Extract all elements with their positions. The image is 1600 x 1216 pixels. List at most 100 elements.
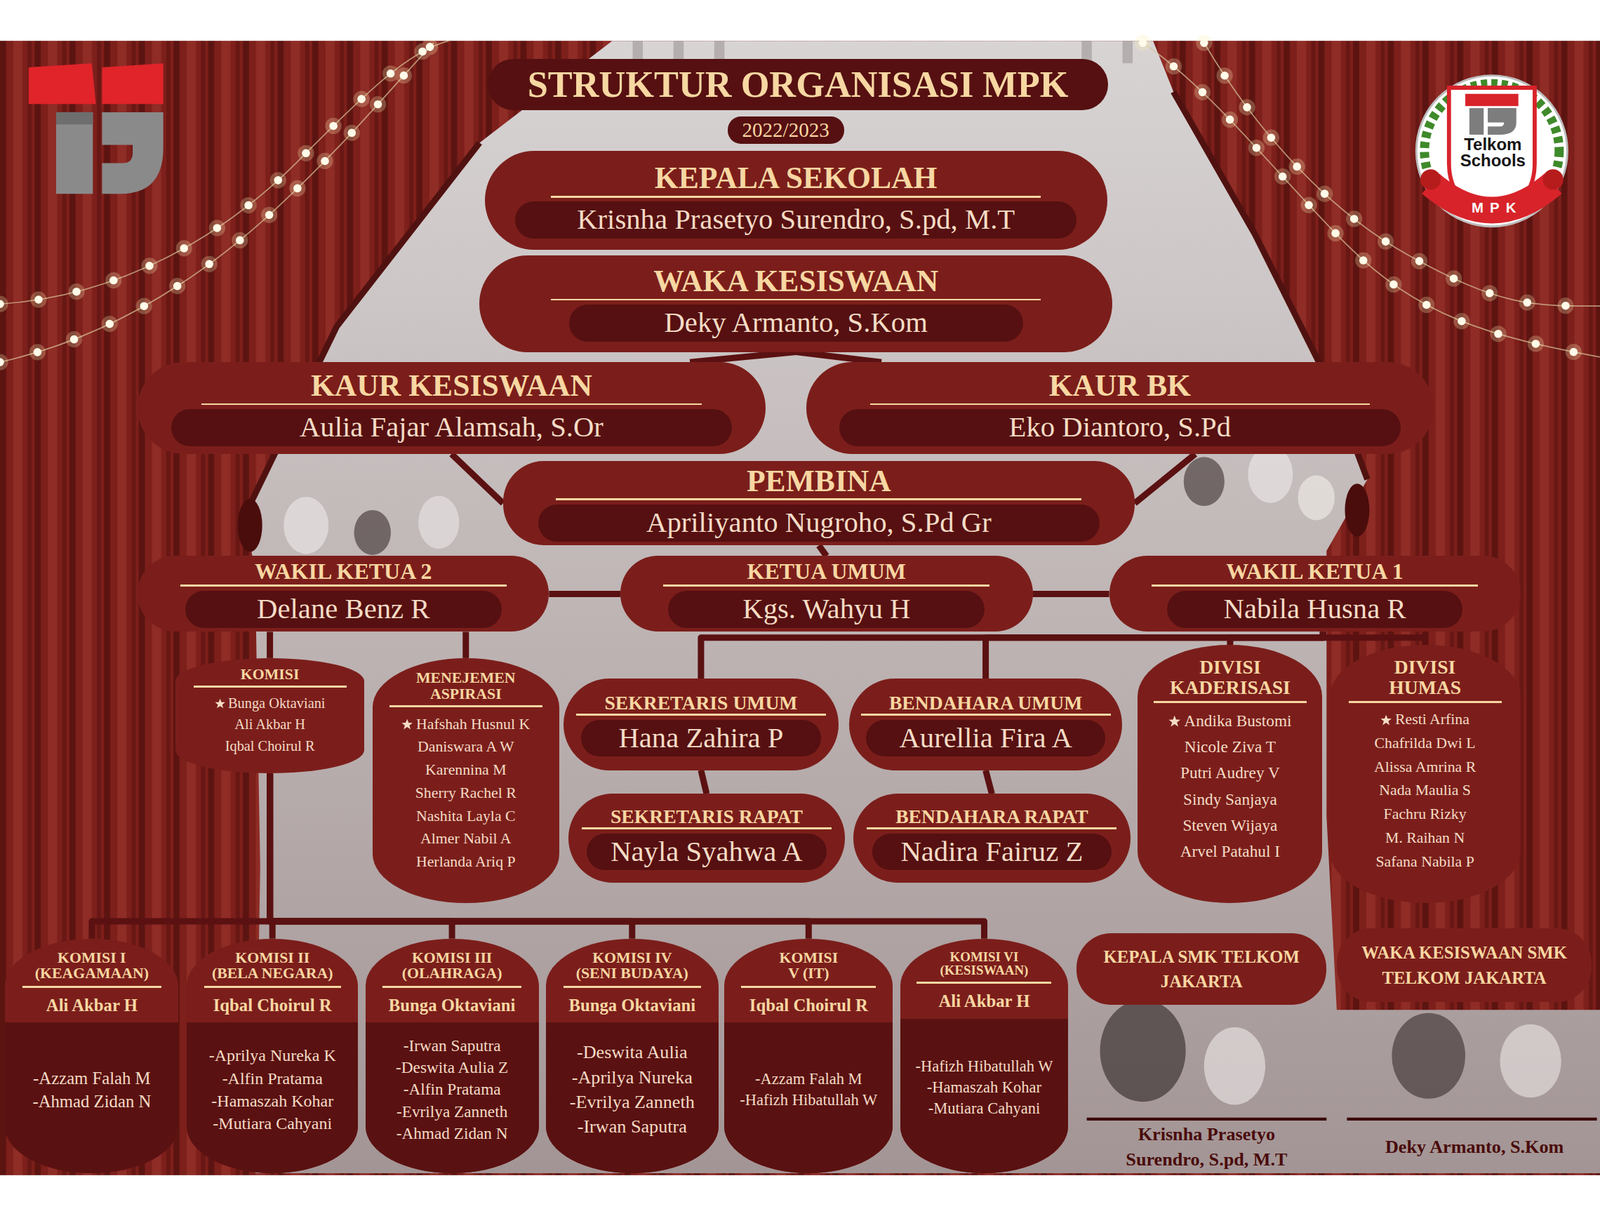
member-name: -Azzam Falah M	[755, 1068, 863, 1090]
star-icon	[1380, 714, 1392, 726]
school-logo	[28, 63, 164, 194]
member-name: -Mutiara Cahyani	[212, 1112, 332, 1135]
commission-oval: KOMISI III (OLAHRAGA)Bunga Oktaviani-Irw…	[365, 938, 539, 1174]
crowd-photo	[1298, 475, 1335, 520]
star-icon	[402, 719, 414, 730]
signature-name: Krisnha Prasetyo Surendro, S.pd, M.T	[1107, 1122, 1307, 1172]
member-row: Alissa Amrina R	[1374, 755, 1476, 780]
heading-rule	[1151, 584, 1478, 587]
string-lights	[1204, 42, 1600, 306]
member-panel: -Irwan Saputra-Deswita Aulia Z-Alfin Pra…	[365, 1022, 539, 1174]
member-name: Steven Wijaya	[1182, 812, 1278, 839]
string-lights	[0, 40, 1600, 363]
connector	[818, 545, 827, 556]
string-lights	[1143, 42, 1600, 358]
member-row: Chafrilda Dwi L	[1374, 731, 1476, 756]
role-heading: KAUR BK	[1049, 369, 1191, 403]
member-name: M. Raihan N	[1385, 826, 1465, 851]
mpk-emblem	[1416, 75, 1568, 227]
crowd-photo	[1391, 1013, 1466, 1099]
string-lights	[1204, 42, 1600, 306]
office-box: KEPALA SMK TELKOM JAKARTA	[1076, 933, 1327, 1005]
heading-rule	[861, 713, 1111, 716]
heading-rule	[201, 403, 702, 406]
curtain-tie	[237, 498, 263, 553]
heading-rule	[204, 985, 342, 989]
curtain-edge	[244, 143, 480, 516]
star-icon	[214, 698, 226, 709]
member-name: -Evrilya Zanneth	[569, 1089, 695, 1115]
commission-oval: KOMISI IV (SENI BUDAYA)Bunga Oktaviani-D…	[545, 938, 719, 1174]
role-box: BENDAHARA UMUMAurellia Fira A	[849, 678, 1123, 771]
commission-leader: Bunga Oktaviani	[388, 995, 516, 1017]
string-lights	[0, 40, 1600, 363]
connector	[795, 352, 882, 363]
member-panel: -Azzam Falah M-Ahmad Zidan N	[4, 1022, 179, 1174]
role-box: PEMBINA Apriliyanto Nugroho, S.Pd Gr	[503, 461, 1135, 546]
heading-rule	[1153, 701, 1307, 704]
member-name: Herlanda Ariq P	[416, 850, 516, 874]
heading-rule	[555, 498, 1082, 501]
connector	[689, 352, 796, 363]
crowd-photo	[1204, 1027, 1266, 1105]
member-name: Hafshah Husnul K	[416, 712, 530, 737]
commission-heading: KOMISI I (KEAGAMAAN)	[15, 950, 169, 982]
role-heading: KEPALA SEKOLAH	[654, 162, 938, 195]
member-name: Nicole Ziva T	[1184, 734, 1276, 760]
mpk-emblem	[1420, 169, 1441, 190]
office-heading: KEPALA SMK TELKOM JAKARTA	[1091, 944, 1312, 996]
role-heading: PEMBINA	[746, 465, 892, 498]
heading-rule	[741, 985, 876, 989]
member-name: Sherry Rachel R	[415, 781, 517, 805]
member-row: Sherry Rachel R	[415, 781, 517, 805]
role-heading: SEKRETARIS UMUM	[604, 692, 798, 713]
mpk-emblem	[1487, 108, 1517, 135]
role-heading: KAUR KESISWAAN	[310, 369, 593, 403]
role-heading: SEKRETARIS RAPAT	[610, 806, 803, 827]
member-name: -Irwan Saputra	[403, 1035, 502, 1057]
role-box: WAKIL KETUA 1Nabila Husna R	[1109, 555, 1521, 632]
member-row: Karennina M	[425, 758, 507, 782]
member-name: -Irwan Saputra	[577, 1114, 688, 1139]
member-name: Karennina M	[425, 758, 507, 782]
valance	[1122, 40, 1133, 64]
group-heading: MENEJEMEN ASPIRASI	[404, 670, 528, 703]
member-row: Sindy Sanjaya	[1183, 786, 1278, 813]
logo-wordmark: Telkom Schools	[1449, 136, 1536, 170]
member-name: Andika Bustomi	[1183, 708, 1292, 735]
member-row: Andika Bustomi	[1168, 708, 1292, 735]
role-box: SEKRETARIS RAPATNayla Syahwa A	[568, 793, 845, 883]
heading-rule	[22, 985, 162, 989]
member-name: -Hamaszah Kohar	[927, 1077, 1042, 1099]
crowd-photo	[1100, 1000, 1186, 1102]
school-logo	[101, 112, 163, 194]
string-lights	[0, 42, 434, 363]
star-icon	[1168, 715, 1181, 728]
member-row: Almer Nabil A	[420, 827, 512, 851]
title-banner: STRUKTUR ORGANISASI MPK	[487, 58, 1109, 111]
string-lights	[0, 40, 1600, 363]
commission-leader: Ali Akbar H	[938, 990, 1030, 1013]
heading-rule	[389, 705, 543, 708]
member-name: -Deswita Aulia	[576, 1040, 688, 1065]
member-name: -Ahmad Zidan N	[396, 1122, 509, 1145]
commission-heading: KOMISI II (BELA NEGARA)	[195, 950, 349, 982]
string-lights	[0, 42, 434, 363]
role-box: KETUA UMUMKgs. Wahyu H	[620, 555, 1033, 632]
curtain-tie	[1344, 483, 1370, 537]
mpk-emblem	[1424, 83, 1560, 219]
commission-heading: KOMISI IV (SENI BUDAYA)	[555, 950, 709, 982]
heading-rule	[581, 827, 832, 830]
person-name: Eko Diantoro, S.Pd	[839, 409, 1401, 447]
member-row: Resti Arfina	[1380, 708, 1470, 732]
person-name: Apriliyanto Nugroho, S.Pd Gr	[538, 504, 1100, 542]
member-name: Arvel Patahul I	[1180, 838, 1280, 865]
member-name: Nashita Layla C	[416, 804, 516, 829]
connector	[1032, 590, 1110, 598]
school-logo	[56, 112, 93, 194]
person-name: Deky Armanto, S.Kom	[569, 304, 1024, 342]
heading-rule	[193, 685, 347, 688]
crowd-photo	[354, 510, 391, 556]
role-box: KAUR BK Eko Diantoro, S.Pd	[806, 362, 1434, 455]
